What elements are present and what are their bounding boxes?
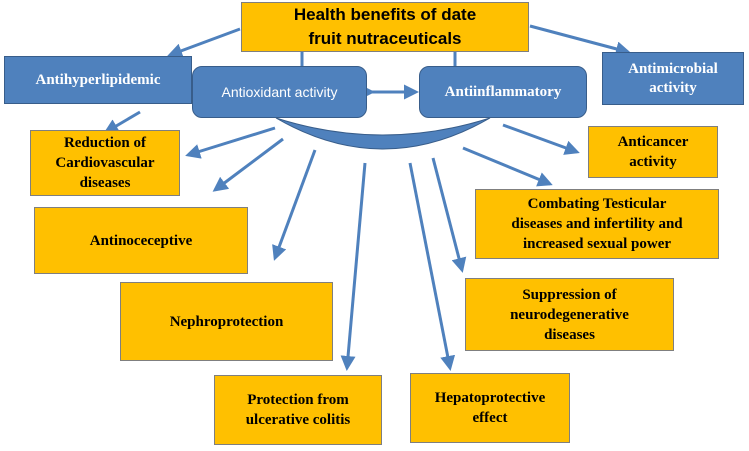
- arrow-to-cardiovascular-from-arc: [185, 126, 276, 159]
- colitis-box: Protection from ulcerative colitis: [214, 375, 382, 445]
- antioxidant-hub: Antioxidant activity: [192, 66, 367, 118]
- arrow-to-hepatoprotective: [408, 162, 456, 371]
- arrow-to-antihyperlipidemic: [167, 27, 241, 58]
- arrow-to-neurodegenerative: [431, 157, 467, 273]
- diagram-title: Health benefits of date fruit nutraceuti…: [241, 2, 529, 52]
- hepatoprotective-box: Hepatoprotective effect: [410, 373, 570, 443]
- nephroprotection-box: Nephroprotection: [120, 282, 333, 361]
- antimicrobial-box: Antimicrobial activity: [602, 52, 744, 105]
- antiinflammatory-hub: Antiinflammatory: [419, 66, 587, 118]
- antihyperlipidemic-box: Antihyperlipidemic: [4, 56, 192, 104]
- neurodegenerative-box: Suppression of neurodegenerative disease…: [465, 278, 674, 351]
- anticancer-box: Anticancer activity: [588, 126, 718, 178]
- connecting-arc: [275, 117, 491, 150]
- arrow-to-antimicrobial: [529, 24, 631, 57]
- arrow-to-testicular: [462, 146, 553, 187]
- arrow-to-anticancer: [502, 123, 580, 155]
- arrow-to-antinoceceptive: [212, 137, 284, 192]
- cardiovascular-box: Reduction of Cardiovascular diseases: [30, 130, 180, 196]
- arrow-to-nephroprotection: [272, 149, 317, 261]
- arrow-to-cardiovascular: [103, 110, 141, 134]
- arrow-to-colitis: [340, 162, 367, 371]
- testicular-box: Combating Testicular diseases and infert…: [475, 189, 719, 259]
- antinoceceptive-box: Antinoceceptive: [34, 207, 248, 274]
